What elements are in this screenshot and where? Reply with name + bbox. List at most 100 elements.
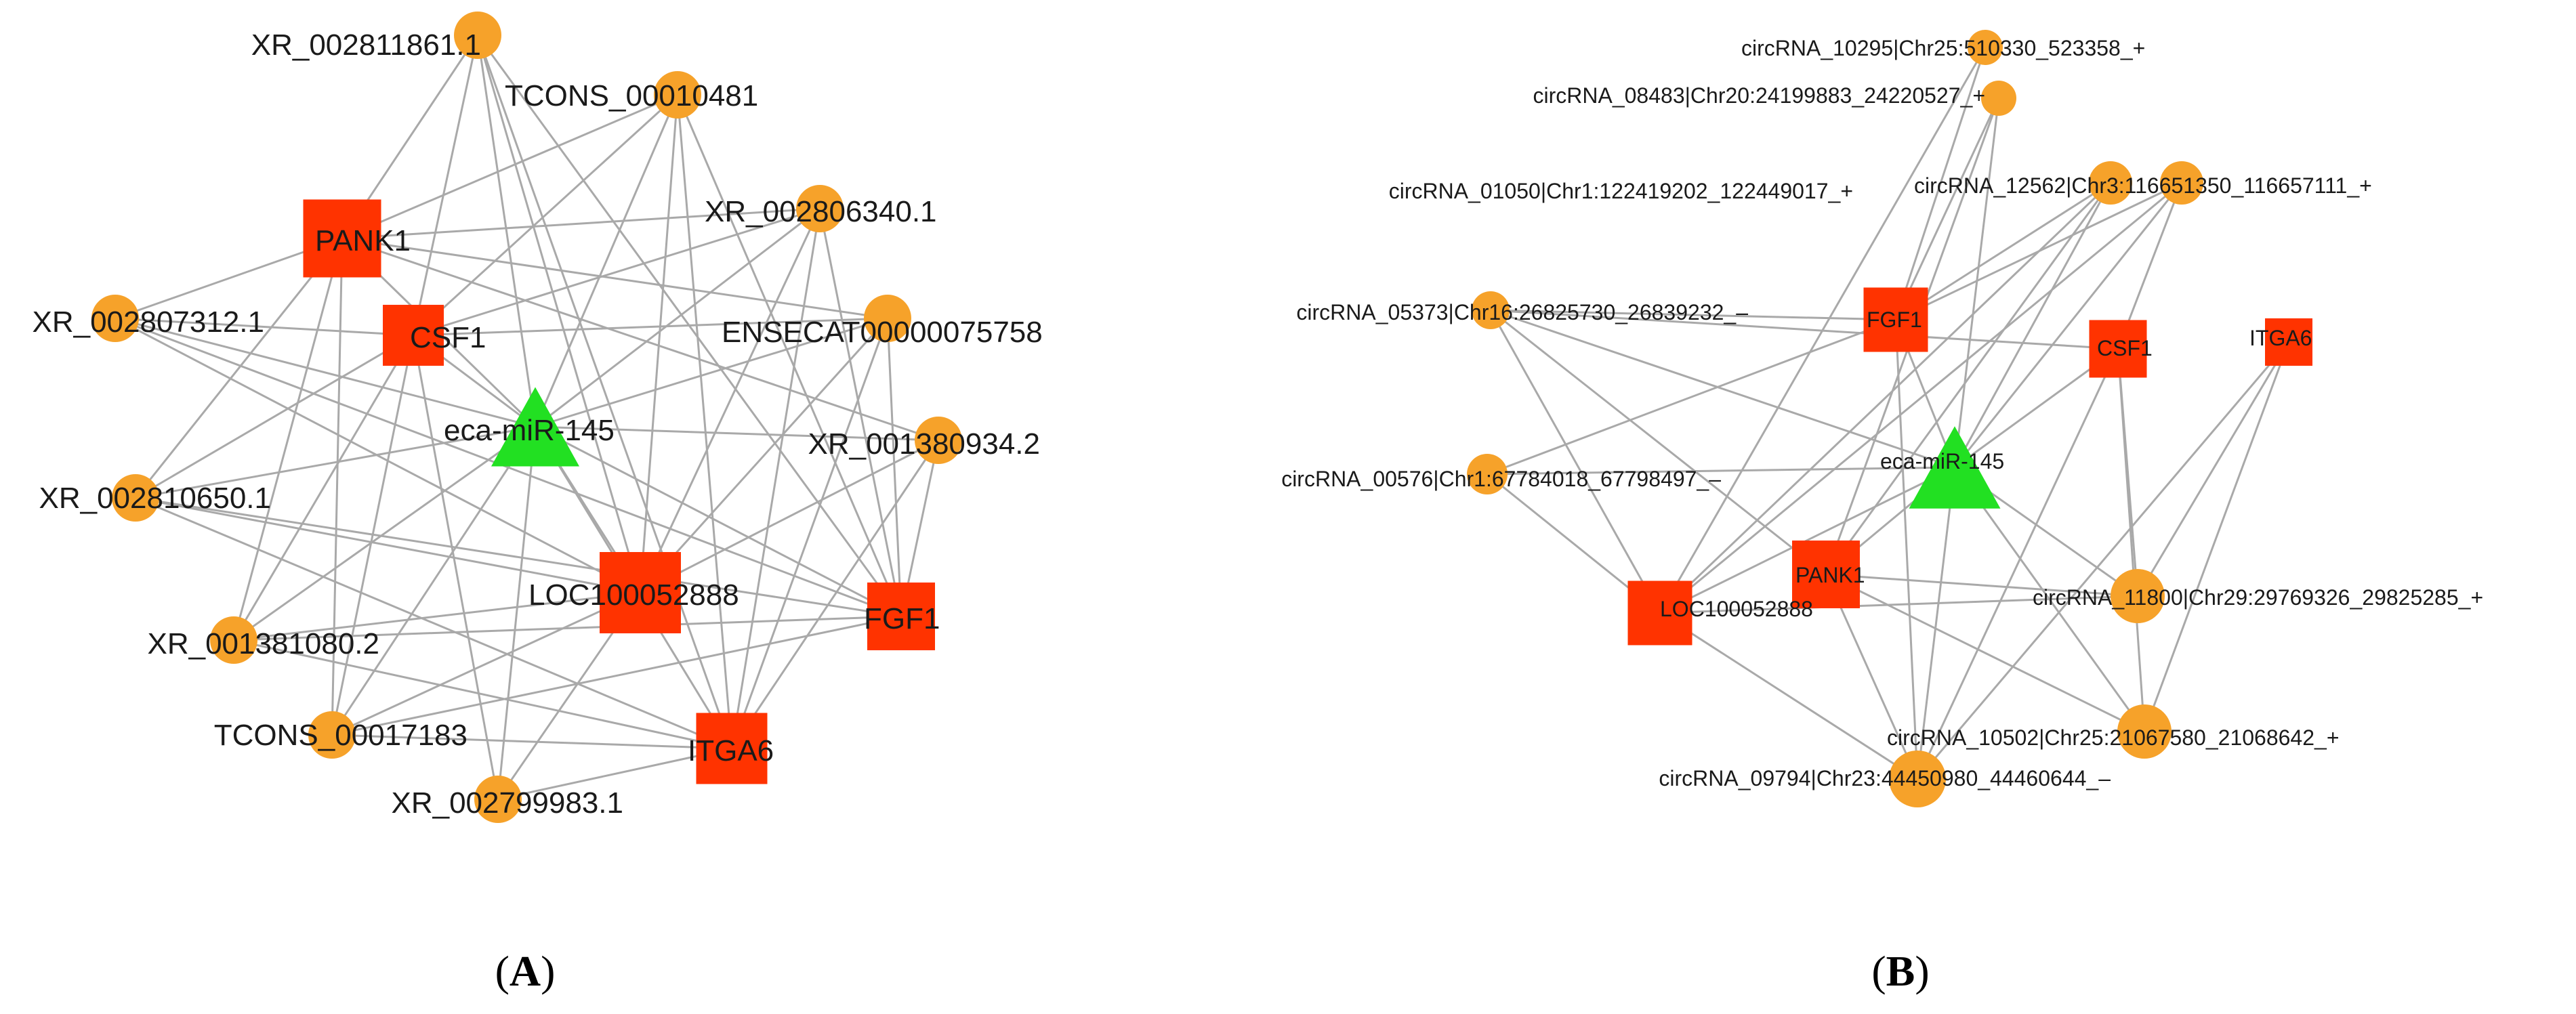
panel-b-node-c10295 bbox=[1968, 30, 2003, 65]
panel-a-edge-csf1-xr1381080 bbox=[232, 335, 415, 641]
panel-b-label-c00576: circRNA_00576|Chr1:67784018_67798497_– bbox=[1281, 467, 1721, 491]
panel-b-label-c11800: circRNA_11800|Chr29:29769326_29825285_+ bbox=[2033, 585, 2483, 610]
panel-a-label-csf1: CSF1 bbox=[410, 321, 486, 354]
panel-a-network: XR_002811861.1TCONS_00010481XR_002806340… bbox=[32, 12, 1043, 823]
panel-a-edge-pank1-xr1380934 bbox=[341, 237, 939, 442]
panel-b-node-csf1 bbox=[2089, 320, 2147, 378]
panel-a-node-xr2807312 bbox=[91, 295, 139, 342]
panel-b-network: circRNA_10295|Chr25:510330_523358_+ circR… bbox=[1281, 30, 2483, 807]
panel-a-node-xr2811861 bbox=[454, 12, 501, 59]
panel-a-edge-csf1-xr2810650 bbox=[135, 334, 414, 499]
panel-a-edge-pank1-xr1381080 bbox=[232, 238, 344, 641]
panel-b-edge-pank1-c09794 bbox=[1825, 574, 1919, 780]
panel-a-node-xr2810650 bbox=[112, 474, 159, 522]
panel-a-label-xr1380934: XR_001380934.2 bbox=[808, 427, 1040, 461]
panel-a-edge-itga6-xr2810650 bbox=[135, 497, 732, 750]
panel-a-edge-mir-fgf1 bbox=[535, 425, 902, 618]
panel-a-node-tcons17183 bbox=[308, 711, 356, 759]
panel-b-edge-fgf1-c05373 bbox=[1490, 309, 1896, 321]
panel-a-edge-csf1-xr2799983 bbox=[412, 335, 499, 800]
panel-a-edge-pank1-ensecat bbox=[341, 237, 888, 320]
panel-a-edge-mir-xr1380934 bbox=[535, 425, 939, 442]
panel-a-edge-loc-xr1381080 bbox=[233, 591, 641, 641]
panel-b-node-itga6 bbox=[2265, 318, 2312, 366]
panel-a-edge-mir-tcons17183 bbox=[331, 426, 537, 736]
panel-b-edge-pank1-c05373 bbox=[1490, 309, 1827, 576]
panel-a-edge-itga6-xr2811861 bbox=[476, 35, 733, 749]
panel-a-edge-itga6-xr1381080 bbox=[233, 639, 732, 750]
panel-b-label-c10502: circRNA_10502|Chr25:21067580_21068642_+ bbox=[1887, 725, 2340, 750]
panel-a-edge-pank1-tcons10481 bbox=[341, 93, 678, 240]
panel-b-label-c09794: circRNA_09794|Chr23:44450980_44460644_– bbox=[1659, 766, 2111, 790]
panel-a-edge-loc-xr2811861 bbox=[476, 35, 642, 593]
panel-a-edge-mir-xr2806340 bbox=[535, 207, 820, 428]
panel-a-edge-loc-xr2810650 bbox=[135, 497, 641, 594]
panel-b-edge-mir-c09794 bbox=[1916, 467, 1956, 780]
panel-b-edge-pank1-c01050 bbox=[1825, 182, 2112, 575]
panel-a-edge-itga6-ensecat bbox=[730, 318, 889, 749]
panel-a-edge-pank1-tcons17183 bbox=[331, 238, 344, 736]
panel-a-label-fgf1: FGF1 bbox=[864, 602, 940, 635]
panel-a-label-xr2810650: XR_002810650.1 bbox=[39, 482, 271, 515]
panel-b-edge-csf1-c09794 bbox=[1916, 348, 2119, 780]
panel-a-edge-mir-xr2799983 bbox=[497, 426, 537, 800]
panel-a-node-xr1380934 bbox=[915, 417, 962, 464]
panel-b-node-pank1 bbox=[1792, 541, 1860, 608]
panel-b-edge-fgf1-c00576 bbox=[1487, 318, 1896, 476]
panel-b-label-c10295: circRNA_10295|Chr25:510330_523358_+ bbox=[1741, 36, 2145, 60]
panel-a-edge-mir-tcons10481 bbox=[534, 94, 679, 427]
panel-a-caption: (A) bbox=[495, 947, 556, 995]
panel-a-label-loc: LOC100052888 bbox=[528, 578, 739, 612]
panel-b-edges bbox=[1487, 47, 2290, 780]
panel-a-node-fgf1 bbox=[867, 583, 935, 650]
panel-b-label-pank1: PANK1 bbox=[1795, 563, 1865, 587]
panel-b-edge-mir-c05373 bbox=[1490, 309, 1955, 469]
panel-b-edge-itga6-c10502 bbox=[2143, 341, 2290, 732]
panel-a-edge-fgf1-xr2810650 bbox=[135, 497, 902, 618]
panel-b-node-fgf1 bbox=[1863, 287, 1928, 352]
panel-a-edge-pank1-xr2810650 bbox=[134, 238, 344, 499]
panel-a-edge-fgf1-xr2806340 bbox=[818, 208, 902, 617]
panel-a-edge-loc-tcons17183 bbox=[331, 591, 641, 736]
panel-b-edge-loc-c09794 bbox=[1659, 612, 1918, 780]
panel-b-node-c01050 bbox=[2089, 161, 2132, 205]
panel-a-edge-fgf1-xr2811861 bbox=[476, 35, 902, 617]
panel-b-edge-loc-c10295 bbox=[1659, 47, 1987, 614]
panel-a-node-csf1 bbox=[383, 305, 444, 366]
panel-a-edge-fgf1-xr1381080 bbox=[233, 615, 902, 641]
panel-a-nodes bbox=[91, 12, 962, 823]
panel-a-edge-mir-xr2810650 bbox=[135, 425, 536, 499]
panel-b-edge-pank1-c10502 bbox=[1825, 573, 2145, 733]
panel-b-node-c09794 bbox=[1889, 751, 1946, 807]
panel-b-edge-fgf1-c09794 bbox=[1894, 319, 1919, 780]
panel-b-label-csf1: CSF1 bbox=[2097, 336, 2153, 360]
panel-b-label-c05373: circRNA_05373|Chr16:26825730_26839232_– bbox=[1296, 300, 1748, 324]
panel-a-node-loc bbox=[600, 552, 681, 633]
panel-a-label-tcons17183: TCONS_00017183 bbox=[214, 719, 468, 752]
panel-a-node-xr1381080 bbox=[210, 616, 257, 664]
panel-b-edge-csf1-c10502 bbox=[2117, 348, 2146, 732]
panel-a-node-ensecat bbox=[864, 295, 911, 342]
panel-b-letter: B bbox=[1886, 947, 1915, 995]
panel-b-node-c11800 bbox=[2111, 569, 2165, 623]
panel-a-edge-itga6-xr1380934 bbox=[730, 440, 940, 749]
panel-b-edge-itga6-c09794 bbox=[1916, 341, 2290, 780]
panel-a-letter: A bbox=[510, 947, 541, 995]
panel-b-node-c05373 bbox=[1472, 291, 1510, 329]
panel-a-edge-loc-ensecat bbox=[639, 317, 889, 594]
panel-b-node-c08483 bbox=[1981, 81, 2016, 116]
panel-a-edge-mir-xr1381080 bbox=[233, 425, 536, 641]
panel-a-edge-itga6-tcons10481 bbox=[676, 94, 733, 749]
panel-b-label-c01050: circRNA_01050|Chr1:122419202_122449017_+ bbox=[1389, 179, 1853, 203]
panel-b-label-c12562: circRNA_12562|Chr3:116651350_116657111_+ bbox=[1914, 173, 2372, 198]
panel-b-edge-loc-c12562 bbox=[1659, 182, 2182, 614]
panel-b-label-fgf1: FGF1 bbox=[1867, 308, 1922, 332]
panel-b-edge-fgf1-c01050 bbox=[1895, 182, 2111, 321]
panel-a-label-ensecat: ENSECAT00000075758 bbox=[722, 316, 1043, 349]
panel-a-edge-itga6-xr2799983 bbox=[497, 747, 732, 801]
panel-b-label-mir: eca-miR-145 bbox=[1880, 449, 2004, 473]
panel-a-edge-csf1-ensecat bbox=[413, 317, 888, 337]
panel-b-node-c12562 bbox=[2160, 161, 2203, 205]
panel-b-label-itga6: ITGA6 bbox=[2249, 326, 2312, 350]
panel-a-label-xr2807312: XR_002807312.1 bbox=[32, 305, 264, 339]
